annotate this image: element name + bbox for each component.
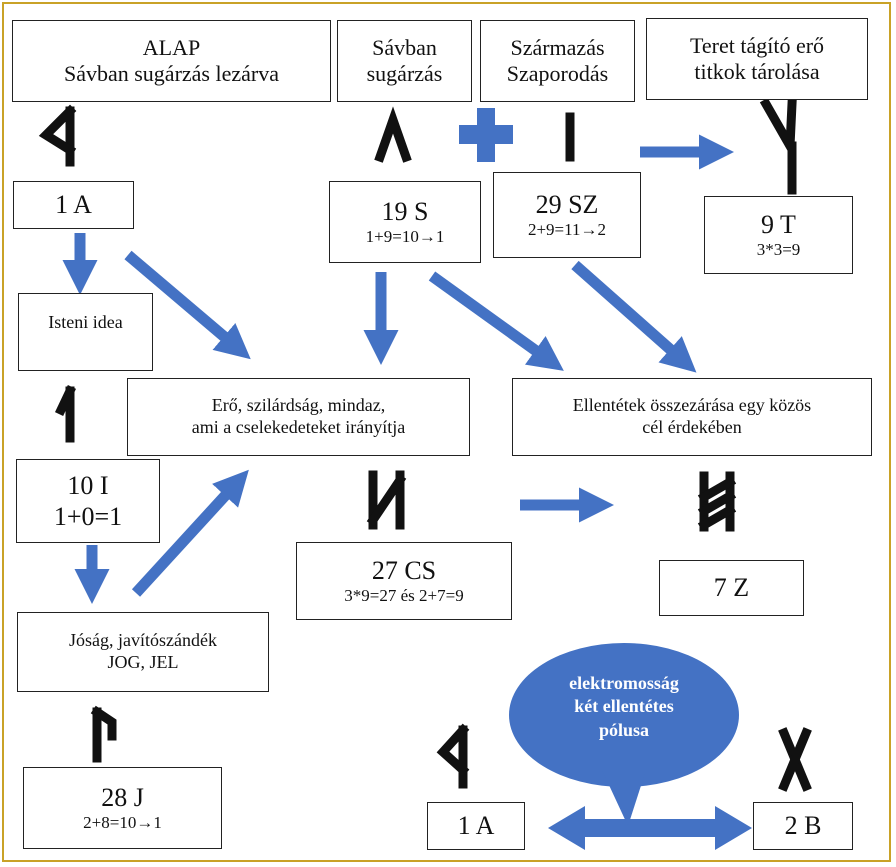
arrow-19s-to-ellentetek	[428, 271, 564, 371]
i10-box: 10 I 1+0=1	[16, 459, 160, 543]
arrow-29sz-to-ellentetek	[571, 260, 697, 373]
ero-line2: ami a cselekedeteket irányítja	[191, 417, 406, 437]
sz29-equation: 2+9=11→2	[527, 220, 607, 240]
ellentetek-line1: Ellentétek összezárása egy közös	[572, 395, 812, 416]
ellipse-callout	[509, 643, 739, 826]
a1-title: 1 A	[55, 190, 92, 220]
b2-title: 2 B	[784, 811, 822, 841]
cs27-equation: 3*9=27 és 2+7=9	[344, 586, 464, 606]
t9-equation: 3*3=9	[756, 240, 801, 260]
rune-z-icon	[697, 471, 737, 532]
rune-j-icon	[90, 705, 117, 763]
t9-box: 9 T 3*3=9	[704, 196, 853, 274]
rune-a-bottom-icon	[436, 723, 470, 789]
a1b-title: 1 A	[457, 811, 495, 841]
rune-a-icon	[38, 104, 77, 167]
ellipse-label: elektromosság két ellentétes pólusa	[521, 672, 727, 742]
teret-line2: titkok tárolása	[694, 59, 820, 84]
isteni-box: Isteni idea	[18, 293, 153, 371]
ellipse-line2: két ellentétes	[574, 696, 674, 717]
szarmazas-line2: Szaporodás	[506, 61, 609, 86]
alap-subtitle: Sávban sugárzás lezárva	[63, 61, 279, 86]
rune-b-icon	[778, 727, 812, 792]
alap-title: ALAP	[142, 34, 201, 60]
szarmazas-box: Származás Szaporodás	[480, 20, 635, 102]
z7-box: 7 Z	[659, 560, 804, 616]
b2-box: 2 B	[753, 802, 853, 850]
z7-title: 7 Z	[713, 573, 750, 603]
josag-line2: JOG, JEL	[107, 652, 179, 672]
s19-box: 19 S 1+9=10→1	[329, 181, 481, 263]
arrow-josag-to-ero	[131, 469, 249, 597]
josag-line1: Jóság, javítószándék	[69, 630, 217, 651]
sz29-box: 29 SZ 2+9=11→2	[493, 172, 641, 258]
s19-equation: 1+9=10→1	[365, 227, 445, 247]
savban-line1: Sávban	[372, 34, 437, 60]
teret-box: Teret tágító erő titkok tárolása	[646, 18, 868, 100]
t9-title: 9 T	[761, 210, 796, 240]
teret-line1: Teret tágító erő	[689, 32, 825, 58]
rune-s-icon	[374, 106, 412, 163]
j28-title: 28 J	[101, 783, 144, 813]
ero-box: Erő, szilárdság, mindaz, ami a cselekede…	[127, 378, 470, 456]
j28-box: 28 J 2+8=10→1	[23, 767, 222, 849]
rune-t-icon	[759, 97, 797, 195]
a1-box: 1 A	[13, 181, 134, 229]
arrow-1a-to-ero	[124, 250, 251, 360]
sz29-title: 29 SZ	[535, 190, 599, 220]
josag-box: Jóság, javítószándék JOG, JEL	[17, 612, 269, 692]
i10-equation: 1+0=1	[53, 502, 123, 531]
j28-equation: 2+8=10→1	[83, 813, 162, 833]
a1b-box: 1 A	[427, 802, 525, 850]
rune-cs-icon	[366, 470, 407, 530]
szarmazas-line1: Származás	[510, 34, 605, 60]
savban-line2: sugárzás	[366, 61, 443, 86]
isteni-text: Isteni idea	[48, 312, 123, 332]
double-arrow	[548, 806, 752, 850]
rune-i-icon	[55, 385, 76, 443]
i10-title: 10 I	[67, 470, 109, 500]
ero-line1: Erő, szilárdság, mindaz,	[211, 395, 386, 416]
cs27-box: 27 CS 3*9=27 és 2+7=9	[296, 542, 512, 620]
savban-box: Sávban sugárzás	[337, 20, 472, 102]
cs27-title: 27 CS	[371, 556, 437, 586]
ellipse-line3: pólusa	[598, 719, 650, 740]
alap-box: ALAP Sávban sugárzás lezárva	[12, 20, 331, 102]
plus-icon	[459, 108, 513, 162]
ellentetek-line2: cél érdekében	[642, 417, 742, 437]
ellentetek-box: Ellentétek összezárása egy közös cél érd…	[512, 378, 872, 456]
s19-title: 19 S	[381, 197, 429, 227]
ellipse-line1: elektromosság	[569, 673, 679, 693]
